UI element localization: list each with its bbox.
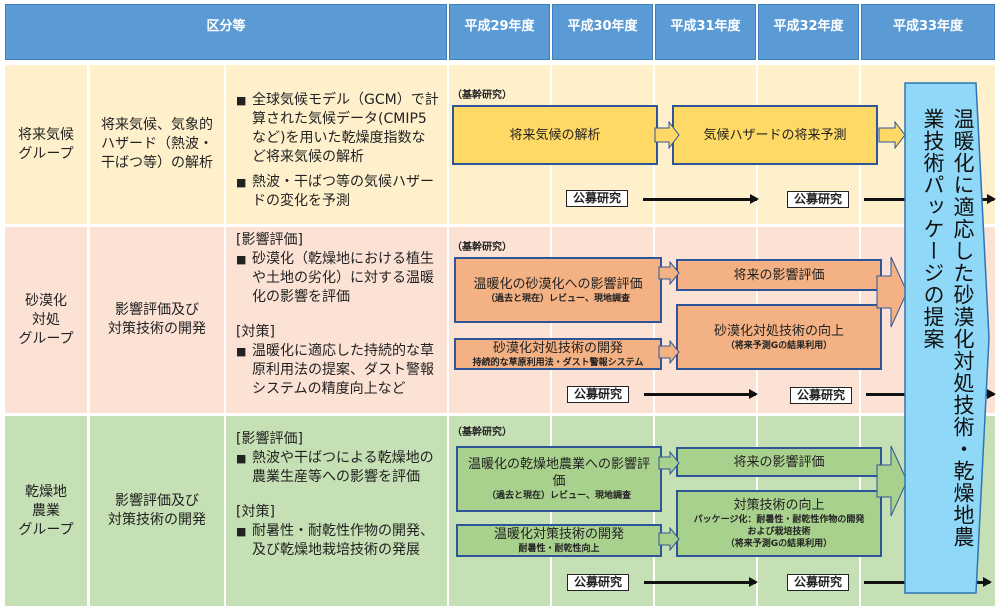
flow-box-title: 気候ハザードの将来予測	[703, 127, 847, 143]
bullet-square-icon: ■	[236, 525, 247, 538]
header-year-h32: 平成32年度	[758, 4, 859, 60]
block-arrow-icon	[658, 527, 680, 551]
public-research-label: 公募研究	[787, 574, 850, 591]
public-research-label: 公募研究	[790, 387, 853, 404]
public-research-label: 公募研究	[567, 386, 630, 403]
block-arrow-icon	[658, 451, 680, 475]
core-research-label: （基幹研究）	[452, 427, 512, 438]
flow-box-agri-tech-dev: 温暖化対策技術の開発 耐暑性・耐乾性向上	[456, 524, 662, 557]
group-desc-dryland-agri: [影響評価] ■ 熱波や干ばつによる乾燥地の農業生産等への影響を評価 [対策] ■…	[226, 416, 447, 606]
block-arrow-icon	[658, 340, 680, 364]
desc-heading: [影響評価]	[236, 232, 303, 248]
group-subject-dryland-agri: 影響評価及び 対策技術の開発	[90, 416, 224, 606]
flow-box-future-climate-analysis: 将来気候の解析	[452, 105, 658, 165]
flow-box-agri-future-impact: 将来の影響評価	[676, 447, 882, 477]
group-subject-desertification: 影響評価及び 対策技術の開発	[90, 227, 224, 413]
bullet-text: 全球気候モデル（GCM）で計算された気候データ(CMIP5など)を用いた乾燥度指…	[252, 92, 439, 165]
flow-box-subtitle: 耐暑性・耐乾性向上	[518, 544, 600, 554]
header-category: 区分等	[5, 4, 447, 60]
flow-box-desert-impact: 温暖化の砂漠化への影響評価 （過去と現在）レビュー、現地調査	[454, 257, 662, 323]
flow-box-subtitle: （過去と現在）レビュー、現地調査	[487, 491, 631, 501]
bullet-text: 熱波や干ばつによる乾燥地の農業生産等への影響を評価	[252, 450, 434, 485]
desc-bullet: ■ 耐暑性・耐乾性作物の開発、及び乾燥地栽培技術の発展	[236, 522, 439, 560]
final-goal-arrow-icon	[904, 82, 990, 594]
flow-box-subtitle: 持続的な草原利用法・ダスト警報システム	[472, 357, 644, 368]
group-desc-desertification: [影響評価] ■ 砂漠化（乾燥地における植生や土地の劣化）に対する温暖化の影響を評…	[226, 227, 447, 413]
bullet-square-icon: ■	[236, 345, 247, 358]
big-block-arrow-icon	[876, 445, 908, 517]
flow-box-title: 砂漠化対処技術の向上	[713, 323, 844, 339]
desc-bullet: ■ 全球気候モデル（GCM）で計算された気候データ(CMIP5など)を用いた乾燥度…	[236, 91, 439, 167]
public-research-arrow	[644, 389, 758, 399]
flow-box-hazard-projection: 気候ハザードの将来予測	[672, 105, 878, 165]
flow-box-subtitle: パッケージ化：耐暑性・耐乾性作物の開発 および栽培技術 （将来予測Gの結果利用）	[693, 515, 865, 549]
block-arrow-icon	[654, 121, 680, 149]
group-name-dryland-agri: 乾燥地 農業 グループ	[5, 416, 87, 606]
bullet-text: 砂漠化（乾燥地における植生や土地の劣化）に対する温暖化の影響を評価	[252, 251, 434, 305]
desc-bullet: ■ 砂漠化（乾燥地における植生や土地の劣化）に対する温暖化の影響を評価	[236, 250, 439, 307]
flow-box-future-impact: 将来の影響評価	[676, 259, 882, 291]
year-label: 平成33年度	[892, 19, 964, 34]
final-goal-text: 温暖化に適応した砂漠化対処技術・乾燥地農業技術パッケージの提案	[921, 108, 975, 548]
block-arrow-icon	[878, 121, 906, 149]
year-label: 平成30年度	[567, 19, 638, 34]
group-subject-future-climate: 将来気候、気象的 ハザード（熱波・ 干ばつ等）の解析	[90, 65, 224, 224]
bullet-square-icon: ■	[236, 94, 247, 107]
public-research-label: 公募研究	[787, 191, 850, 208]
bullet-square-icon: ■	[236, 253, 247, 266]
flow-box-title: 将来気候の解析	[509, 127, 601, 143]
group-desc-future-climate: ■ 全球気候モデル（GCM）で計算された気候データ(CMIP5など)を用いた乾燥度…	[226, 65, 447, 224]
header-year-h31: 平成31年度	[655, 4, 756, 60]
flow-box-title: 将来の影響評価	[733, 454, 825, 470]
core-research-label: （基幹研究）	[452, 242, 512, 253]
flow-box-agri-tech-improve: 対策技術の向上 パッケージ化：耐暑性・耐乾性作物の開発 および栽培技術 （将来予…	[676, 490, 882, 557]
block-arrow-icon	[658, 261, 680, 285]
bullet-text: 耐暑性・耐乾性作物の開発、及び乾燥地栽培技術の発展	[252, 523, 434, 558]
core-research-label: （基幹研究）	[452, 90, 512, 101]
year-label: 平成31年度	[670, 19, 741, 34]
group-name-desertification: 砂漠化 対処 グループ	[5, 227, 87, 413]
header-year-h29: 平成29年度	[449, 4, 550, 60]
flow-box-title: 温暖化の砂漠化への影響評価	[473, 276, 643, 292]
flow-box-desert-tech-dev: 砂漠化対処技術の開発 持続的な草原利用法・ダスト警報システム	[454, 338, 662, 370]
public-research-arrow	[644, 577, 758, 587]
flow-box-subtitle: （将来予測Gの結果利用）	[725, 340, 833, 351]
flow-box-title: 温暖化対策技術の開発	[493, 527, 624, 542]
flow-box-title: 砂漠化対処技術の開発	[492, 340, 623, 356]
group-name-future-climate: 将来気候 グループ	[5, 65, 87, 224]
bullet-square-icon: ■	[236, 452, 247, 465]
desc-heading: [対策]	[236, 504, 275, 520]
flow-box-title: 対策技術の向上	[733, 498, 825, 513]
desc-heading: [対策]	[236, 324, 275, 340]
header-year-h33: 平成33年度	[861, 4, 995, 60]
desc-bullet: ■ 熱波・干ばつ等の気候ハザードの変化を予測	[236, 173, 439, 211]
bullet-text: 熱波・干ばつ等の気候ハザードの変化を予測	[252, 174, 434, 209]
flow-box-title: 将来の影響評価	[733, 267, 825, 283]
big-block-arrow-icon	[876, 256, 908, 328]
flow-box-desert-tech-improve: 砂漠化対処技術の向上 （将来予測Gの結果利用）	[676, 304, 882, 370]
bullet-text: 温暖化に適応した持続的な草原利用法の提案、ダスト警報システムの精度向上など	[252, 343, 434, 397]
header-year-h30: 平成30年度	[552, 4, 653, 60]
flow-box-agri-impact: 温暖化の乾燥地農業への影響評価 （過去と現在）レビュー、現地調査	[456, 446, 662, 512]
year-label: 平成29年度	[464, 19, 535, 34]
public-research-arrow	[643, 194, 759, 204]
year-label: 平成32年度	[773, 19, 844, 34]
public-research-label: 公募研究	[567, 574, 630, 591]
desc-bullet: ■ 温暖化に適応した持続的な草原利用法の提案、ダスト警報システムの精度向上など	[236, 342, 439, 399]
desc-bullet: ■ 熱波や干ばつによる乾燥地の農業生産等への影響を評価	[236, 449, 439, 487]
flow-box-subtitle: （過去と現在）レビュー、現地調査	[486, 293, 630, 304]
bullet-square-icon: ■	[236, 176, 247, 189]
flow-box-title: 温暖化の乾燥地農業への影響評価	[467, 457, 650, 489]
desc-heading: [影響評価]	[236, 431, 303, 447]
header-category-label: 区分等	[206, 19, 246, 34]
public-research-label: 公募研究	[566, 190, 629, 207]
